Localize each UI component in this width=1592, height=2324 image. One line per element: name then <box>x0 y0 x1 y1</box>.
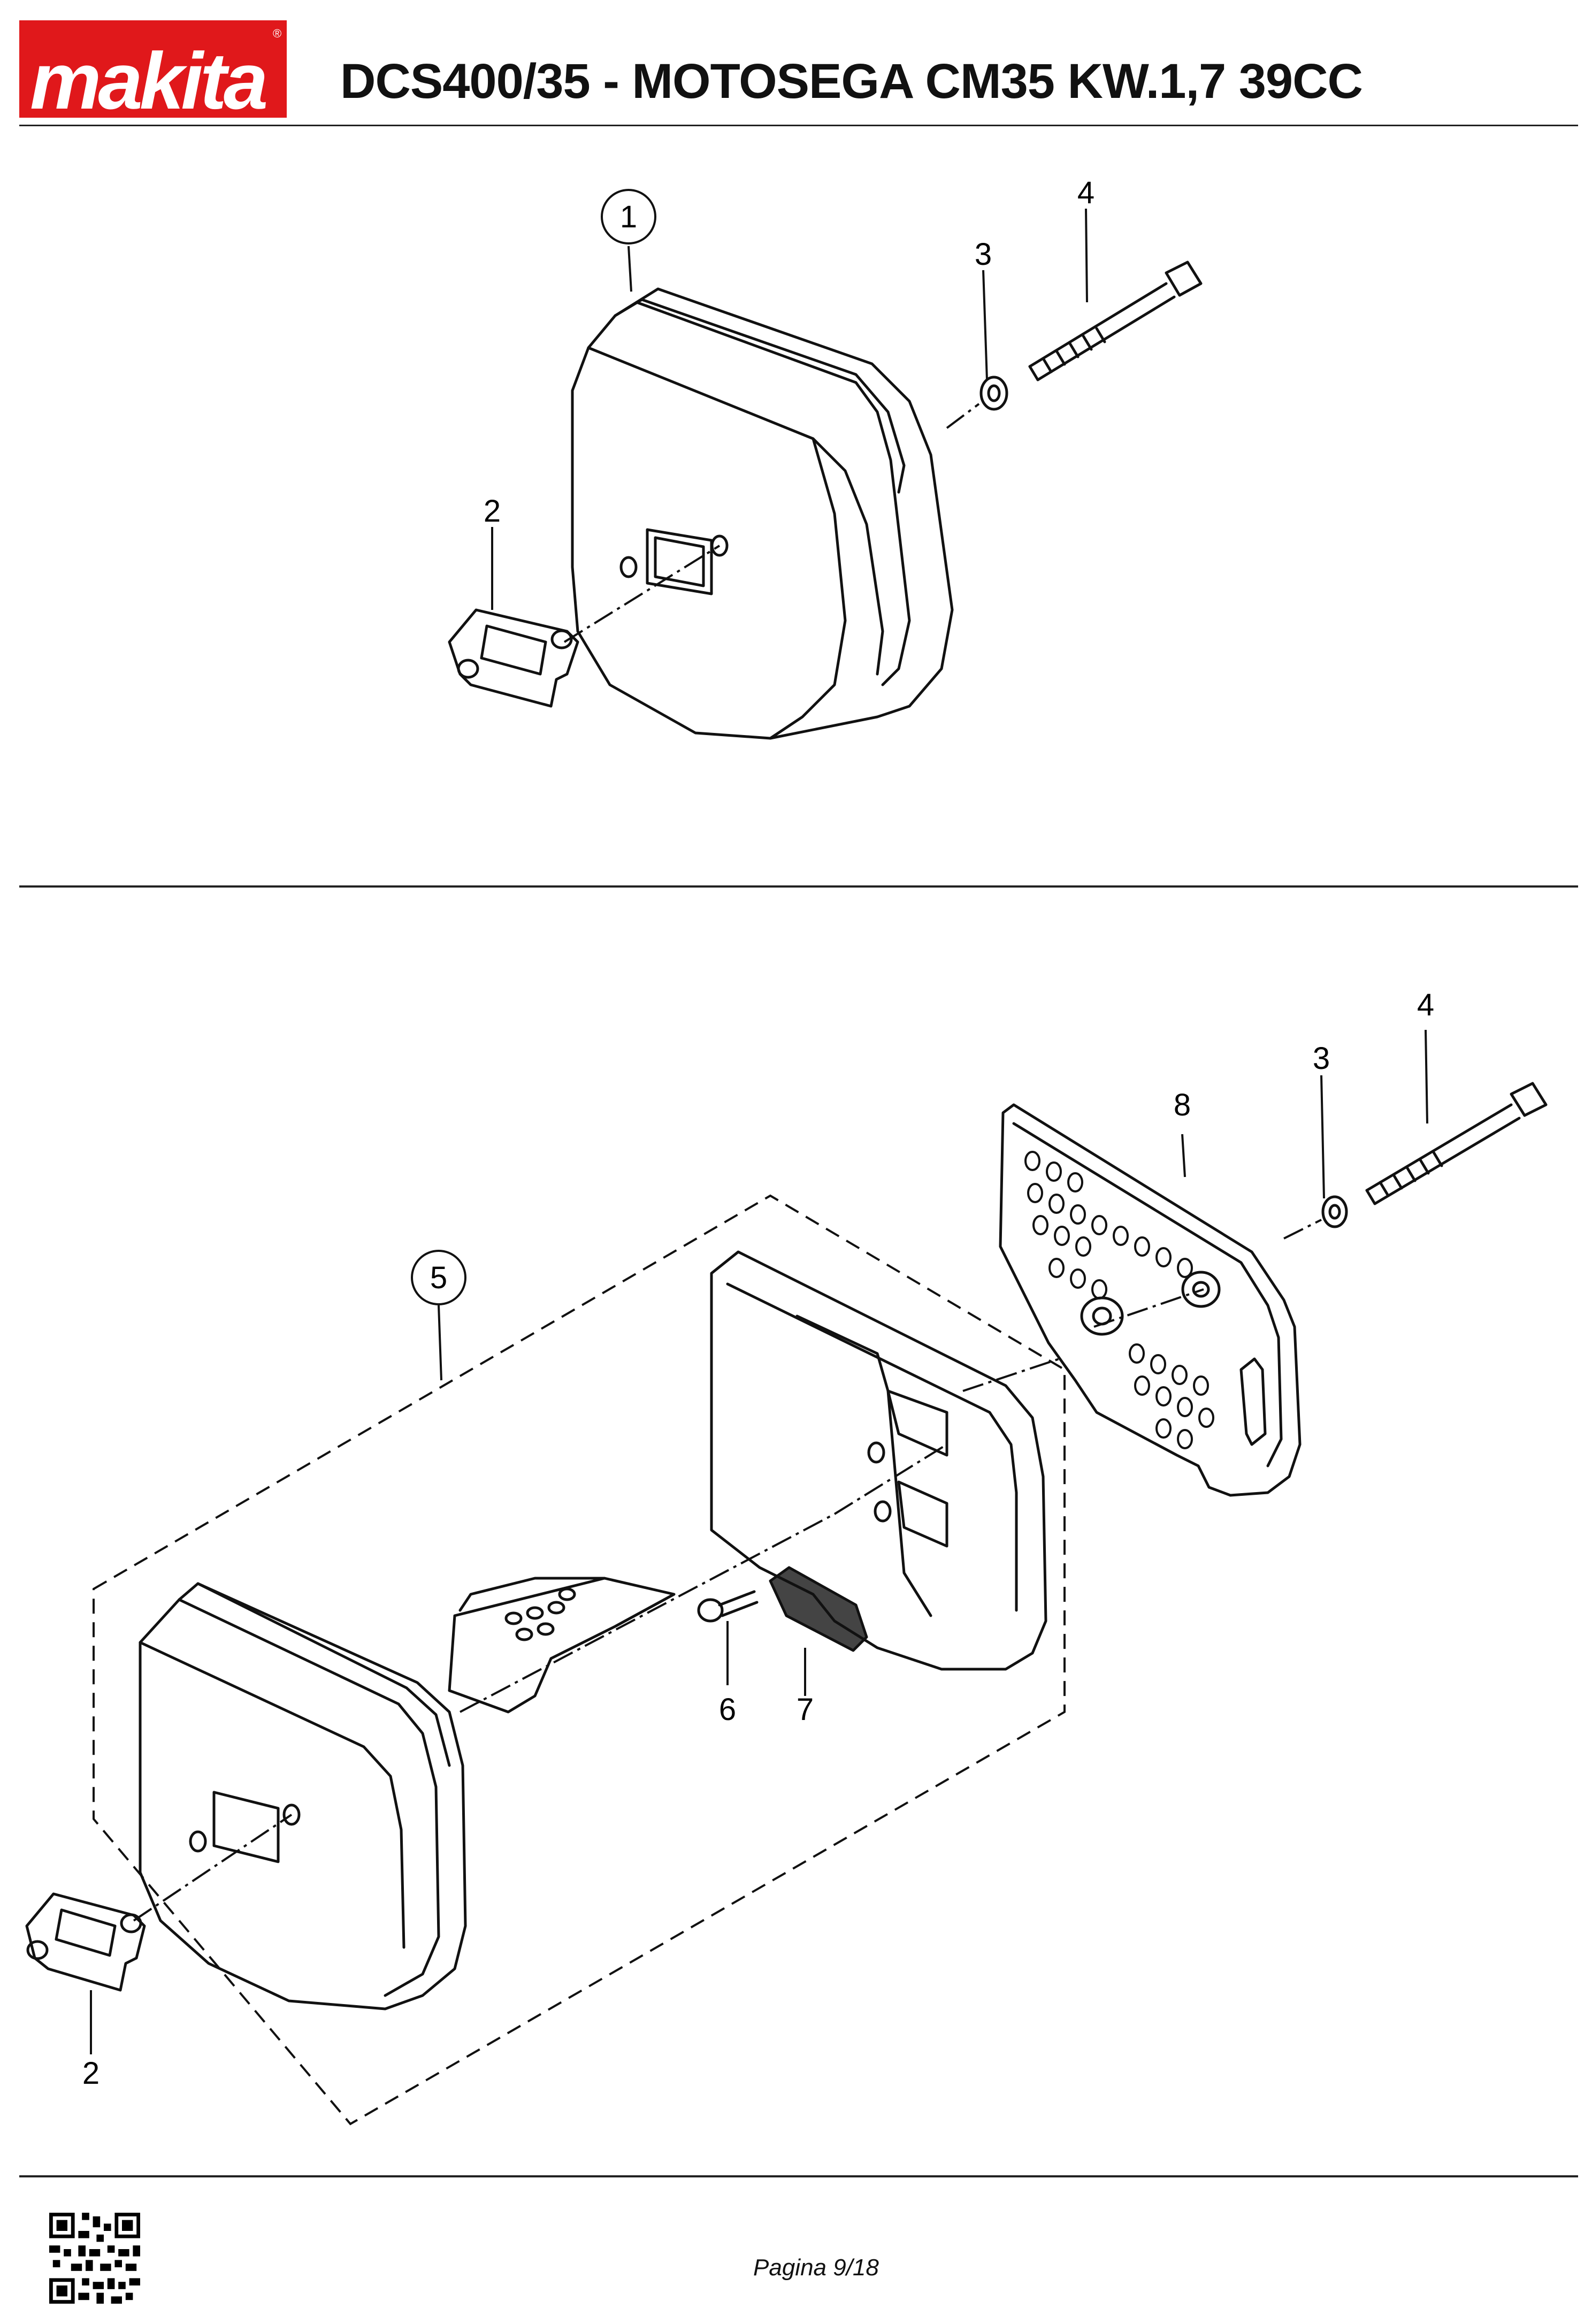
callout-3-bottom: 3 <box>1313 1041 1330 1076</box>
washer-part-3 <box>979 376 1008 411</box>
callout-3: 3 <box>975 237 992 272</box>
gasket-part-2 <box>448 608 579 708</box>
callout-5: 5 <box>430 1260 447 1295</box>
callout-1: 1 <box>620 200 637 234</box>
section-divider <box>19 885 1578 888</box>
page-number: Pagina 9/18 <box>753 2254 879 2281</box>
svg-text:®: ® <box>273 27 281 40</box>
qr-code-icon <box>49 2213 140 2304</box>
muffler-body-part-1 <box>571 287 954 740</box>
makita-logo: makita ® <box>19 20 287 118</box>
header-divider <box>19 125 1578 126</box>
screw-part-6 <box>697 1590 759 1623</box>
muffler-rear-housing <box>710 1250 1047 1671</box>
deflector-plate <box>448 1577 676 1714</box>
brand-text: makita <box>30 36 266 118</box>
spark-screen-part-7 <box>769 1566 868 1652</box>
washer-part-3-bottom <box>1321 1195 1348 1228</box>
top-exploded-diagram: 1 2 3 4 <box>448 175 1203 740</box>
gasket-part-2-bottom <box>25 1892 146 1992</box>
callout-6: 6 <box>719 1692 736 1727</box>
page-title: DCS400/35 - MOTOSEGA CM35 KW.1,7 39CC <box>340 54 1363 109</box>
assembly-boundary-part-5 <box>93 1194 1066 2126</box>
cover-plate-part-8 <box>999 1103 1302 1497</box>
callout-8: 8 <box>1174 1088 1191 1122</box>
muffler-front-body <box>139 1582 467 2010</box>
callout-2: 2 <box>484 494 501 529</box>
bolt-part-4 <box>1028 261 1203 381</box>
footer-divider <box>19 2175 1578 2177</box>
bottom-exploded-diagram: 5 2 3 4 6 7 8 <box>25 988 1548 2126</box>
callout-4-bottom: 4 <box>1417 988 1434 1022</box>
callout-7: 7 <box>797 1692 814 1727</box>
callout-2-bottom: 2 <box>82 2056 100 2091</box>
callout-4: 4 <box>1077 175 1094 210</box>
bolt-part-4-bottom <box>1365 1082 1548 1205</box>
